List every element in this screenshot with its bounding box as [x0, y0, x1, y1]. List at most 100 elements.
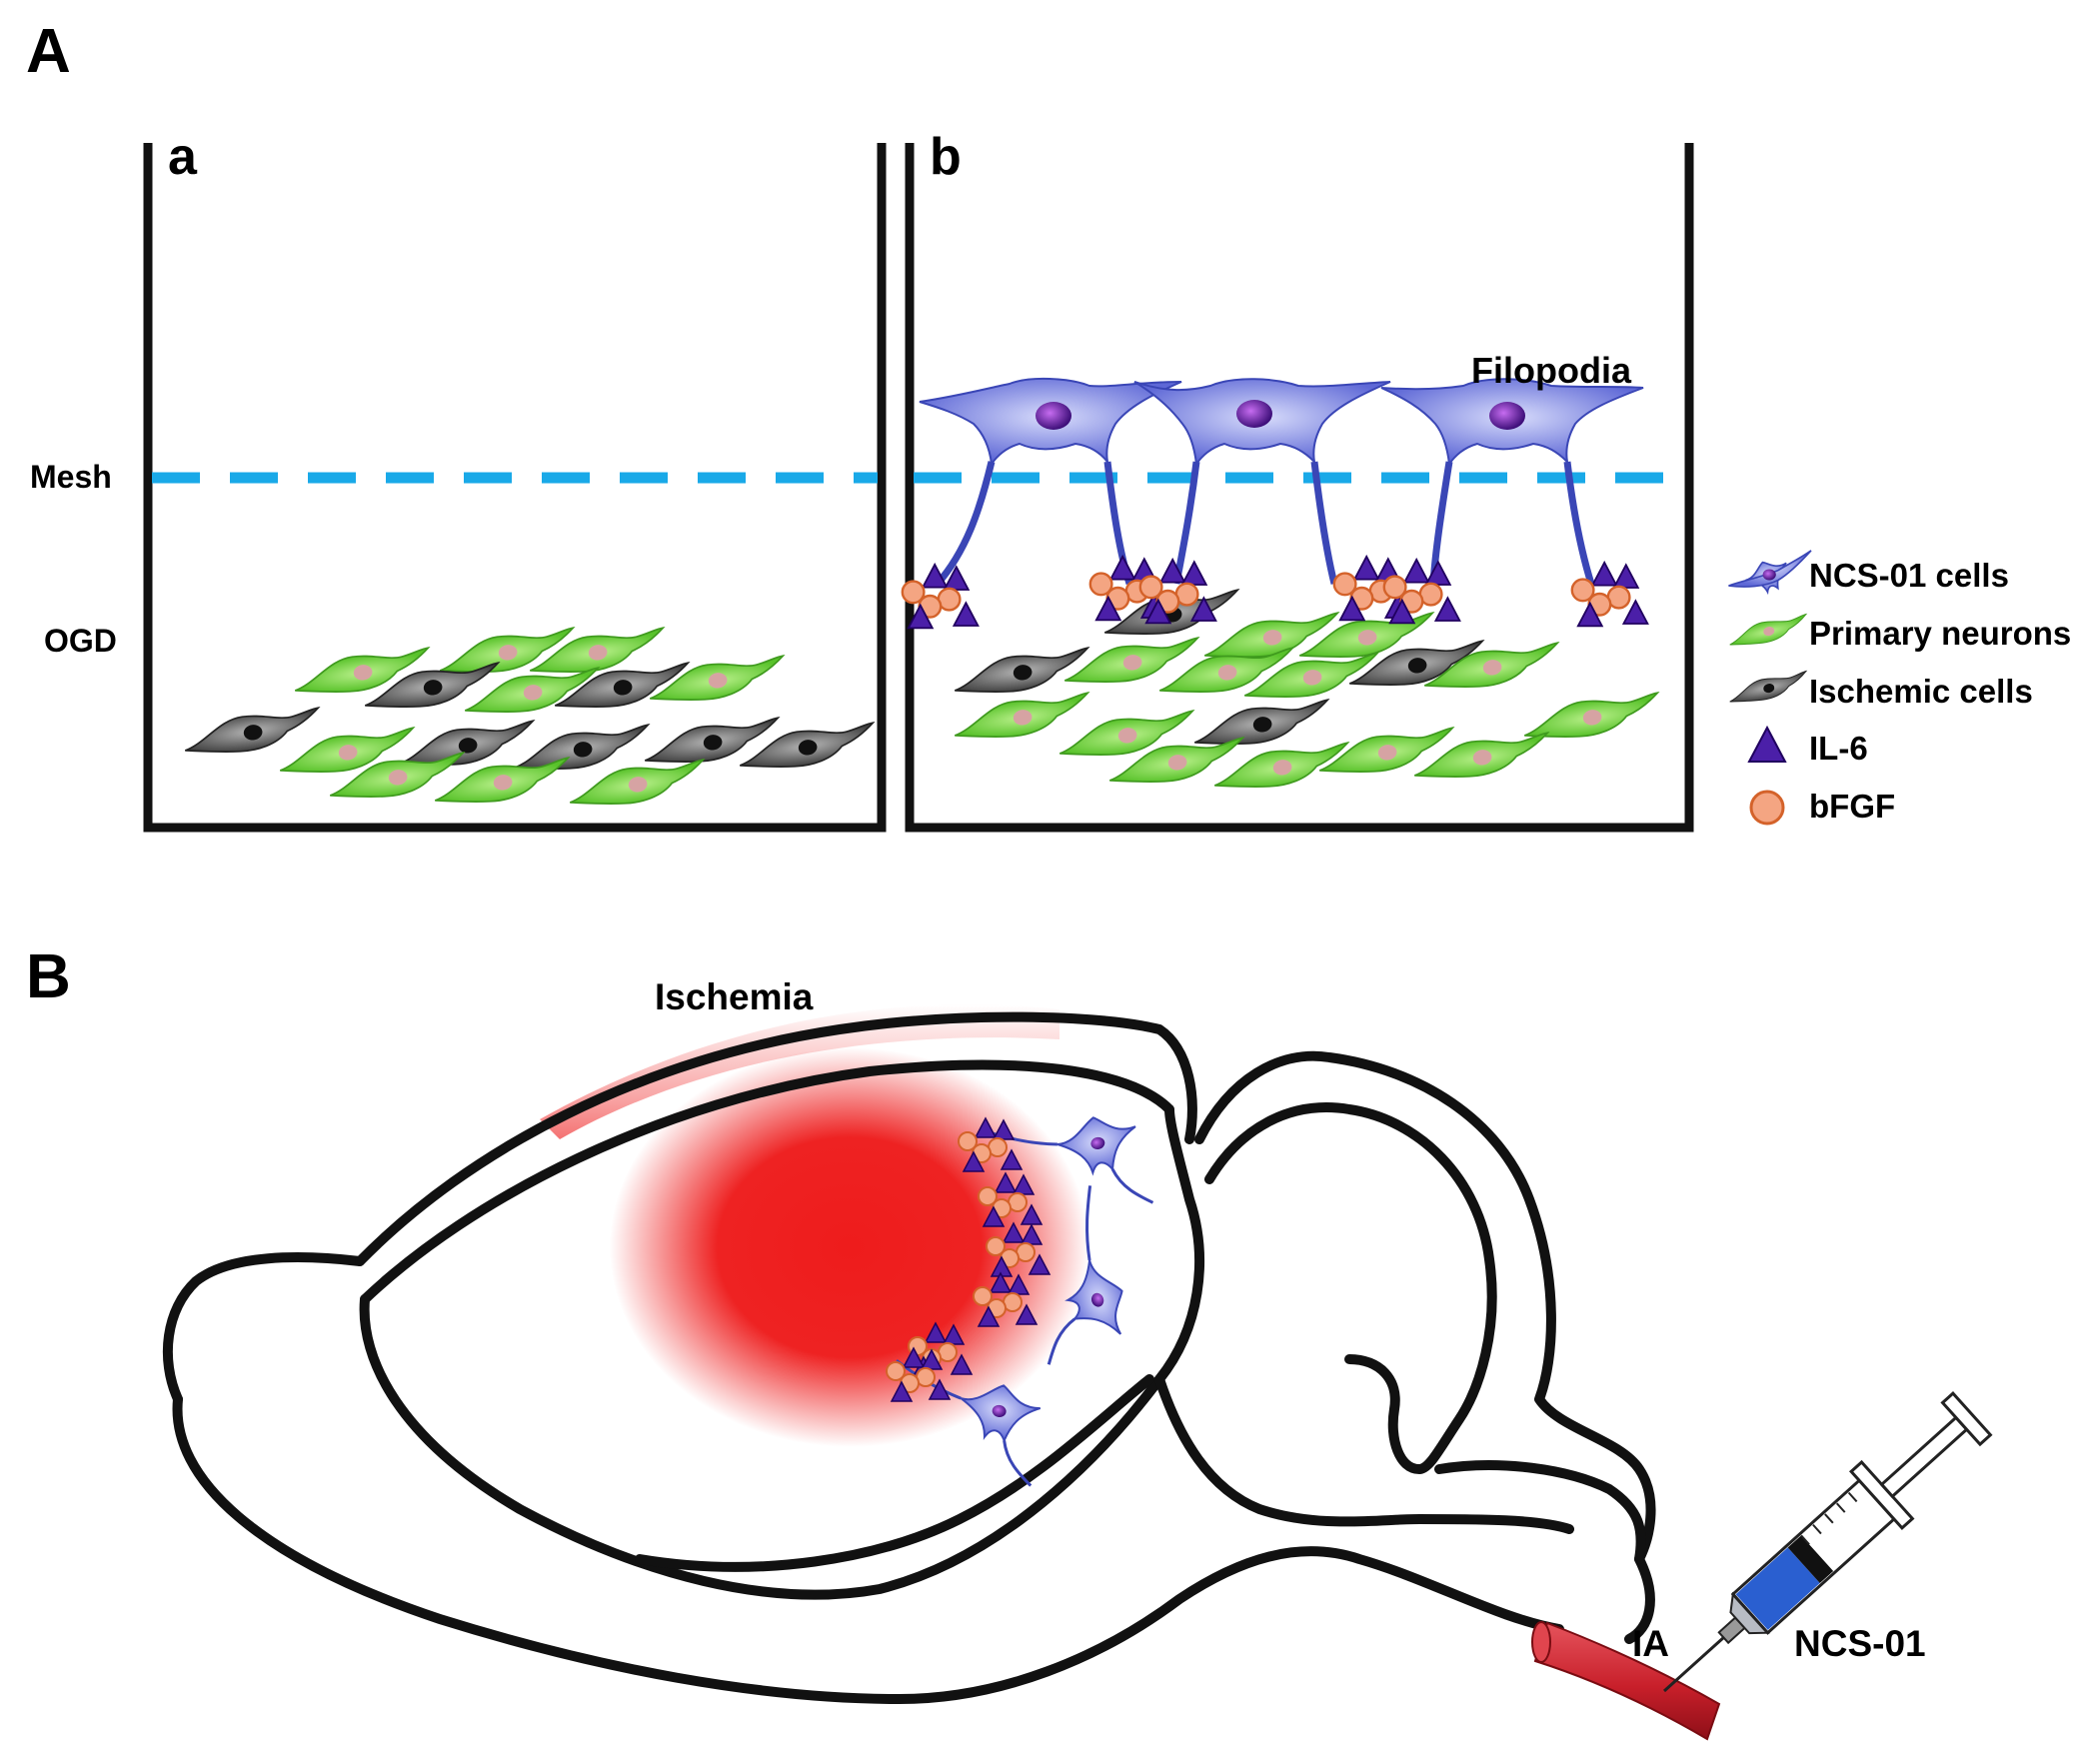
sub-panel-a-label: a: [168, 128, 198, 186]
il6-triangle: [974, 1116, 998, 1138]
il6-triangle: [1621, 599, 1649, 625]
primary-neuron: [1239, 650, 1383, 706]
primary-neuron: [290, 645, 434, 701]
primary-neuron: [435, 625, 579, 681]
bfgf-circle: [1570, 578, 1595, 603]
legend-label-ncs01: NCS-01 cells: [1809, 557, 2009, 594]
il6-triangle: [1338, 595, 1366, 622]
ncs01-injection-label: NCS-01: [1794, 1623, 1926, 1664]
primary-neuron: [1419, 640, 1563, 696]
cells-container-b: [950, 587, 1663, 796]
il6-triangle: [902, 1346, 926, 1368]
il6-triangle: [890, 1380, 914, 1402]
medulla-outline: [1434, 1460, 1646, 1564]
legend-item-primary-neurons: Primary neurons: [1726, 613, 2071, 652]
secreted-factor-clusters: [901, 554, 1649, 630]
factor-cluster: [978, 1171, 1044, 1227]
ncs01-cell: [984, 1109, 1154, 1204]
ischemic-cell: [1344, 638, 1488, 694]
syringe-icon: [1662, 1391, 1993, 1693]
il6-triangle: [950, 1353, 974, 1375]
ncs01-cell: [1047, 1185, 1137, 1365]
panel-a-label: A: [26, 17, 71, 86]
il6-triangle: [924, 1321, 948, 1343]
legend-item-bfgf: bFGF: [1749, 788, 1895, 826]
legend-item-ncs01: NCS-01 cells: [1728, 550, 2009, 599]
ncs01-cells-in-brain: [886, 1109, 1154, 1487]
il6-triangle: [1108, 554, 1136, 581]
internal-artery: [1531, 1621, 1721, 1741]
ischemic-cell: [640, 715, 784, 771]
olfactory-bulb-outline: [163, 1252, 365, 1404]
il6-triangle: [994, 1171, 1018, 1193]
bfgf-circle-icon: [1749, 790, 1785, 826]
factor-cluster: [973, 1271, 1039, 1327]
primary-neuron: [565, 757, 709, 813]
bfgf-circle: [986, 1236, 1006, 1256]
il6-triangle: [989, 1271, 1013, 1293]
primary-neuron: [1054, 708, 1198, 764]
factor-cluster: [958, 1116, 1024, 1172]
il6-triangle: [1180, 560, 1208, 586]
sub-panel-b-label: b: [930, 128, 962, 186]
container-a: [143, 143, 887, 833]
primary-neuron: [460, 665, 604, 721]
factor-cluster: [1138, 557, 1217, 625]
ia-label: IA: [1632, 1623, 1669, 1664]
bfgf-circle: [978, 1186, 998, 1206]
panel-b-label: B: [26, 942, 71, 1011]
bfgf-circle: [886, 1361, 906, 1381]
legend-label-ischemic-cells: Ischemic cells: [1809, 673, 2033, 710]
primary-neuron: [1209, 740, 1353, 796]
ischemic-cell: [735, 720, 879, 776]
il6-triangle: [1144, 598, 1172, 625]
bfgf-circle: [901, 580, 926, 605]
cortex-crease-outline: [635, 1374, 1154, 1572]
mesh-label: Mesh: [30, 459, 112, 495]
ogd-label: OGD: [44, 623, 117, 659]
bfgf-circle: [1138, 575, 1163, 600]
ischemia-label: Ischemia: [655, 976, 814, 1017]
factor-cluster: [986, 1221, 1051, 1277]
legend-label-il6: IL-6: [1809, 730, 1868, 767]
legend-label-bfgf: bFGF: [1809, 788, 1895, 825]
primary-neuron: [430, 755, 574, 811]
primary-neuron: [1154, 645, 1298, 701]
factor-cluster: [1570, 560, 1649, 628]
bfgf-circle: [973, 1286, 993, 1306]
primary-neuron: [1199, 610, 1343, 666]
ischemic-cell: [1189, 697, 1333, 753]
legend: NCS-01 cells Primary neurons Ischemic ce…: [1726, 550, 2071, 826]
il6-triangle: [1015, 1303, 1039, 1325]
il6-triangle: [1612, 563, 1640, 589]
il6-triangle: [1433, 596, 1461, 622]
ischemia-surface-glow: [540, 1003, 1059, 1139]
factor-cluster: [901, 562, 980, 630]
primary-neuron: [325, 750, 469, 806]
ncs01-cells-on-mesh: [919, 377, 1644, 587]
bfgf-circle: [1088, 572, 1113, 597]
legend-item-il6: IL-6: [1747, 725, 1868, 767]
ischemic-cell: [180, 705, 324, 761]
primary-neuron: [950, 690, 1093, 746]
bfgf-circle: [1332, 572, 1357, 597]
il6-triangle: [1352, 554, 1380, 581]
il6-triangle: [907, 603, 935, 630]
ncs01-cell: [919, 377, 1182, 587]
il6-triangle: [1590, 560, 1618, 587]
primary-neuron: [1104, 735, 1248, 791]
cortex-inner-outline: [360, 1059, 1174, 1304]
container-b: [905, 143, 1694, 833]
ventral-outline: [172, 1394, 1564, 1704]
primary-neuron: [525, 625, 669, 681]
filopodia-label: Filopodia: [1471, 350, 1632, 391]
primary-neuron: [645, 653, 789, 709]
primary-neuron: [1409, 730, 1553, 786]
il6-triangle: [1388, 598, 1416, 625]
legend-item-ischemic-cells: Ischemic cells: [1726, 670, 2033, 710]
il6-triangle-icon: [1747, 725, 1787, 763]
primary-neuron: [1314, 725, 1458, 781]
il6-triangle: [1002, 1221, 1026, 1243]
il6-triangle: [1576, 601, 1604, 628]
primary-neuron: [1519, 690, 1663, 746]
